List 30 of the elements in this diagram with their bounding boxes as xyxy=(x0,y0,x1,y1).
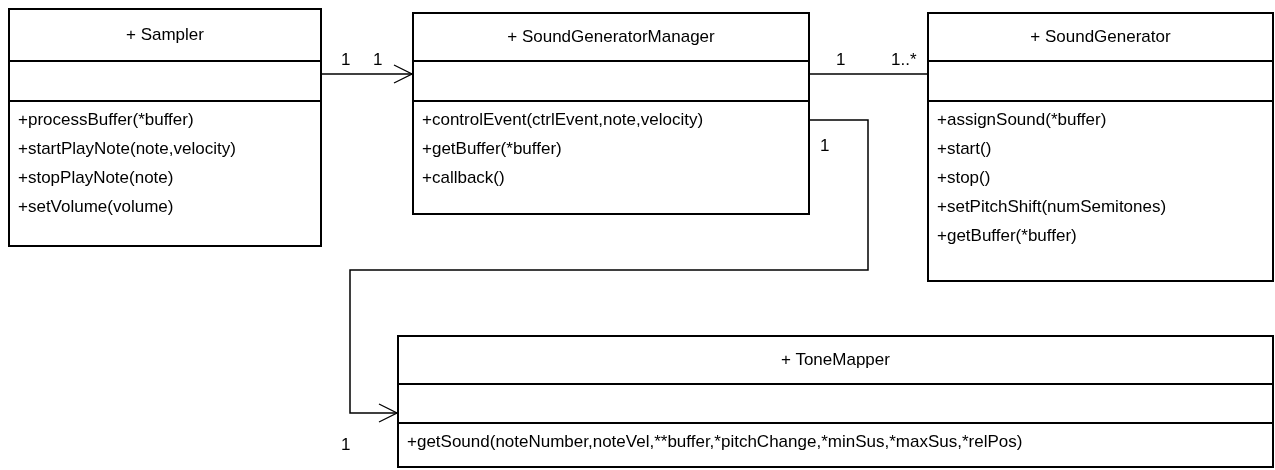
association-line xyxy=(809,73,928,75)
method-signature: +processBuffer(*buffer) xyxy=(18,110,194,130)
multiplicity-label: 1 xyxy=(836,50,846,70)
class-box xyxy=(8,8,322,247)
method-signature: +stop() xyxy=(937,168,991,188)
method-signature: +getBuffer(*buffer) xyxy=(937,226,1077,246)
method-signature: +controlEvent(ctrlEvent,note,velocity) xyxy=(422,110,704,130)
method-signature: +getBuffer(*buffer) xyxy=(422,139,562,159)
class-name: + ToneMapper xyxy=(781,350,890,370)
class-box xyxy=(927,12,1274,282)
method-signature: +start() xyxy=(937,139,992,159)
method-signature: +getSound(noteNumber,noteVel,**buffer,*pitchChange,*minSus,*maxSus,*relPos) xyxy=(407,432,1023,452)
class-box xyxy=(397,335,1274,468)
class-name: + Sampler xyxy=(126,25,204,45)
multiplicity-label: 1..* xyxy=(891,50,917,70)
association-arrow xyxy=(349,119,869,423)
method-signature: +callback() xyxy=(422,168,505,188)
method-signature: +assignSound(*buffer) xyxy=(937,110,1107,130)
multiplicity-label: 1 xyxy=(341,435,351,455)
multiplicity-label: 1 xyxy=(820,136,830,156)
method-signature: +setPitchShift(numSemitones) xyxy=(937,197,1167,217)
class-name: + SoundGenerator xyxy=(1030,27,1171,47)
association-arrow xyxy=(321,64,413,84)
multiplicity-label: 1 xyxy=(373,50,383,70)
method-signature: +stopPlayNote(note) xyxy=(18,168,174,188)
multiplicity-label: 1 xyxy=(341,50,351,70)
class-name: + SoundGeneratorManager xyxy=(507,27,715,47)
method-signature: +startPlayNote(note,velocity) xyxy=(18,139,236,159)
class-box xyxy=(412,12,810,215)
method-signature: +setVolume(volume) xyxy=(18,197,174,217)
